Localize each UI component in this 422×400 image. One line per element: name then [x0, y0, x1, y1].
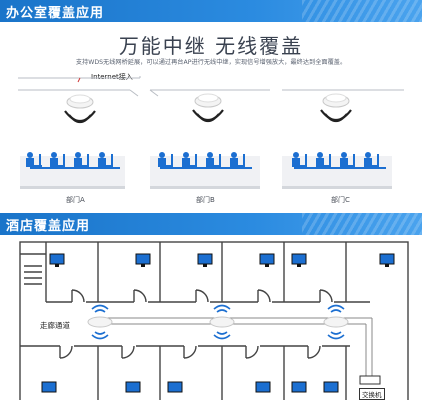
banner-stripes	[302, 213, 422, 235]
hallway-label: 走廊通道	[40, 321, 70, 330]
section-banner-office: 办公室覆盖应用	[0, 0, 422, 22]
section-banner-hotel: 酒店覆盖应用	[0, 213, 422, 235]
department-a-label: 部门A	[66, 196, 85, 204]
ap-device	[87, 316, 349, 328]
department-c-label: 部门C	[331, 196, 350, 204]
subline: 支持WDS无线网桥延展，可以通过再台AP进行无线中继，实现信号增强放大，最终达到…	[75, 59, 347, 66]
internet-label: Internet接入	[91, 73, 133, 81]
desk-icons	[30, 167, 386, 169]
banner-stripes	[302, 0, 422, 22]
switch-icon	[359, 375, 381, 385]
hotel-floorplan	[19, 241, 409, 400]
section-title: 办公室覆盖应用	[6, 6, 105, 21]
office-diagram	[18, 76, 404, 189]
monitor-stand	[55, 264, 389, 267]
ap-device-a	[66, 94, 94, 109]
network-lines	[18, 76, 404, 97]
department-b-label: 部门B	[196, 196, 215, 204]
worker-icons	[26, 152, 379, 168]
headline: 万能中继 无线覆盖	[118, 34, 304, 58]
section-title: 酒店覆盖应用	[6, 219, 91, 234]
monitor-icon	[41, 381, 339, 393]
switch-label: 交换机	[359, 388, 385, 400]
wifi-icon	[64, 109, 352, 124]
ap-device-b	[194, 93, 222, 108]
internet-arrow	[77, 77, 81, 83]
ap-device-c	[322, 93, 350, 108]
wifi-icon	[91, 304, 345, 340]
